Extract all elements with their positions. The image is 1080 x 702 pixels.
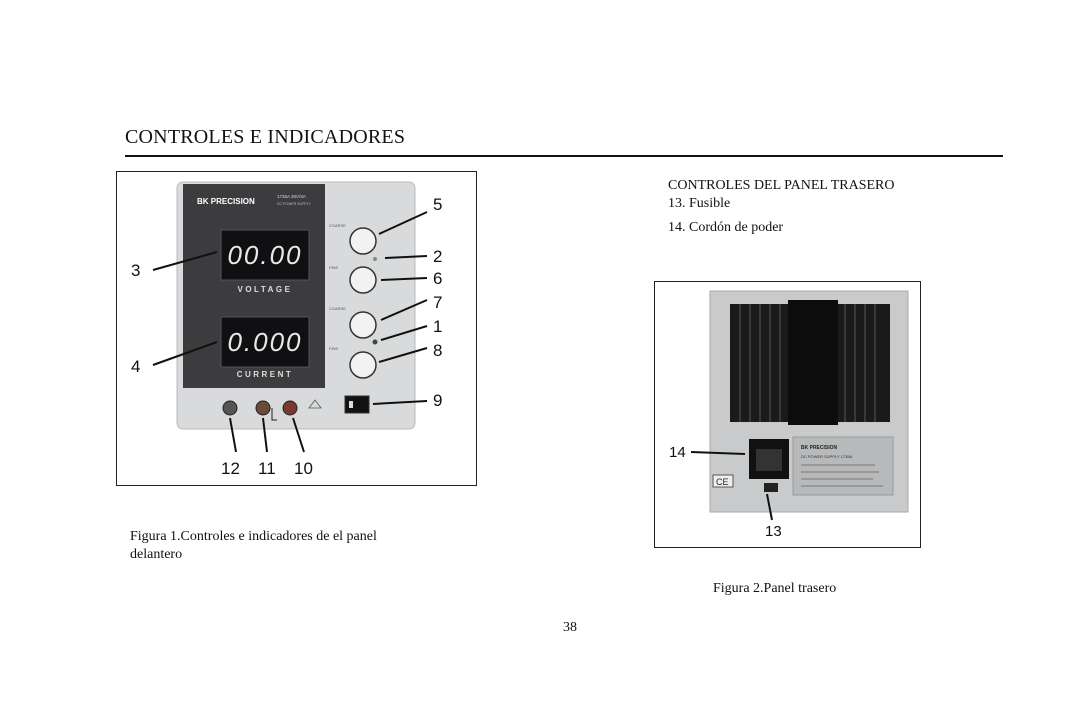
callout-5: 5 bbox=[433, 195, 442, 214]
voltage-label: VOLTAGE bbox=[238, 285, 293, 294]
callout-12: 12 bbox=[221, 459, 240, 478]
callout-8: 8 bbox=[433, 341, 442, 360]
figure2-caption: Figura 2.Panel trasero bbox=[713, 581, 837, 596]
callout-3: 3 bbox=[131, 261, 140, 280]
figure-front-panel: BK PRECISION 1735A 30V/3A DC POWER SUPPL… bbox=[116, 171, 477, 486]
current-display bbox=[220, 316, 310, 368]
voltage-fine-knob bbox=[349, 266, 377, 294]
heatsink-fins bbox=[739, 304, 876, 422]
model-sub-text: DC POWER SUPPLY bbox=[277, 202, 311, 206]
ground-terminal bbox=[255, 400, 271, 416]
current-readout: 0.000 bbox=[227, 327, 302, 357]
rear-panel-heading: CONTROLES DEL PANEL TRASERO bbox=[668, 178, 895, 193]
power-inlet-socket bbox=[756, 449, 782, 471]
knob-label: FINE bbox=[329, 265, 338, 270]
output-terminals bbox=[222, 399, 322, 421]
knob-label: COARSE bbox=[329, 306, 346, 311]
callout-4: 4 bbox=[131, 357, 140, 376]
cc-led bbox=[372, 339, 378, 345]
callout-6: 6 bbox=[433, 269, 442, 288]
front-panel-illustration: BK PRECISION 1735A 30V/3A DC POWER SUPPL… bbox=[131, 181, 442, 478]
callout-2: 2 bbox=[433, 247, 442, 266]
cv-led bbox=[373, 257, 377, 261]
callout-14: 14 bbox=[669, 444, 686, 461]
heatsink-block bbox=[788, 300, 838, 425]
rating-label-brand: BK PRECISION bbox=[801, 445, 838, 451]
jumper-strap bbox=[271, 408, 277, 421]
power-switch-rocker bbox=[349, 401, 353, 408]
figure1-caption: Figura 1.Controles e indicadores de el p… bbox=[130, 529, 377, 562]
callout-arrows bbox=[152, 211, 428, 453]
callout-10: 10 bbox=[294, 459, 313, 478]
current-label: CURRENT bbox=[237, 370, 294, 379]
current-fine-knob bbox=[349, 351, 377, 379]
title-rule bbox=[125, 155, 1003, 157]
voltage-display bbox=[220, 229, 310, 281]
ce-mark-box bbox=[712, 474, 734, 488]
rating-label-model: DC POWER SUPPLY 1735A bbox=[801, 454, 853, 459]
rating-label bbox=[792, 436, 894, 496]
callout-1: 1 bbox=[433, 317, 442, 336]
negative-terminal bbox=[222, 400, 238, 416]
callout-7: 7 bbox=[433, 293, 442, 312]
brand-text: BK PRECISION bbox=[197, 197, 255, 206]
rear-item-power-cord: 14. Cordón de poder bbox=[668, 220, 784, 235]
callout-11: 11 bbox=[258, 459, 276, 478]
callout-labels: 5 2 6 7 1 8 9 3 4 12 11 10 bbox=[131, 195, 442, 478]
rear-callout-arrows bbox=[690, 451, 773, 521]
rear-item-fuse: 13. Fusible bbox=[668, 196, 731, 211]
knob-label: FINE bbox=[329, 346, 338, 351]
callout-13: 13 bbox=[765, 523, 782, 540]
fuse-holder bbox=[764, 483, 778, 492]
voltage-readout: 00.00 bbox=[227, 240, 302, 270]
positive-terminal bbox=[282, 400, 298, 416]
warning-triangle bbox=[308, 399, 322, 409]
rating-label-lines bbox=[801, 464, 883, 487]
ce-mark: CE bbox=[716, 477, 729, 487]
callout-9: 9 bbox=[433, 391, 442, 410]
power-switch bbox=[344, 395, 370, 414]
rear-panel-illustration: BK PRECISION DC POWER SUPPLY 1735A CE 14… bbox=[669, 290, 909, 540]
figure-rear-panel: BK PRECISION DC POWER SUPPLY 1735A CE 14… bbox=[654, 281, 921, 548]
page-number: 38 bbox=[563, 620, 577, 635]
current-coarse-knob bbox=[349, 311, 377, 339]
knob-label: COARSE bbox=[329, 223, 346, 228]
knobs: COARSE FINE COARSE FINE bbox=[329, 223, 378, 379]
page-title: CONTROLES E INDICADORES bbox=[125, 126, 406, 148]
model-text: 1735A 30V/3A bbox=[277, 194, 306, 199]
voltage-coarse-knob bbox=[349, 227, 377, 255]
